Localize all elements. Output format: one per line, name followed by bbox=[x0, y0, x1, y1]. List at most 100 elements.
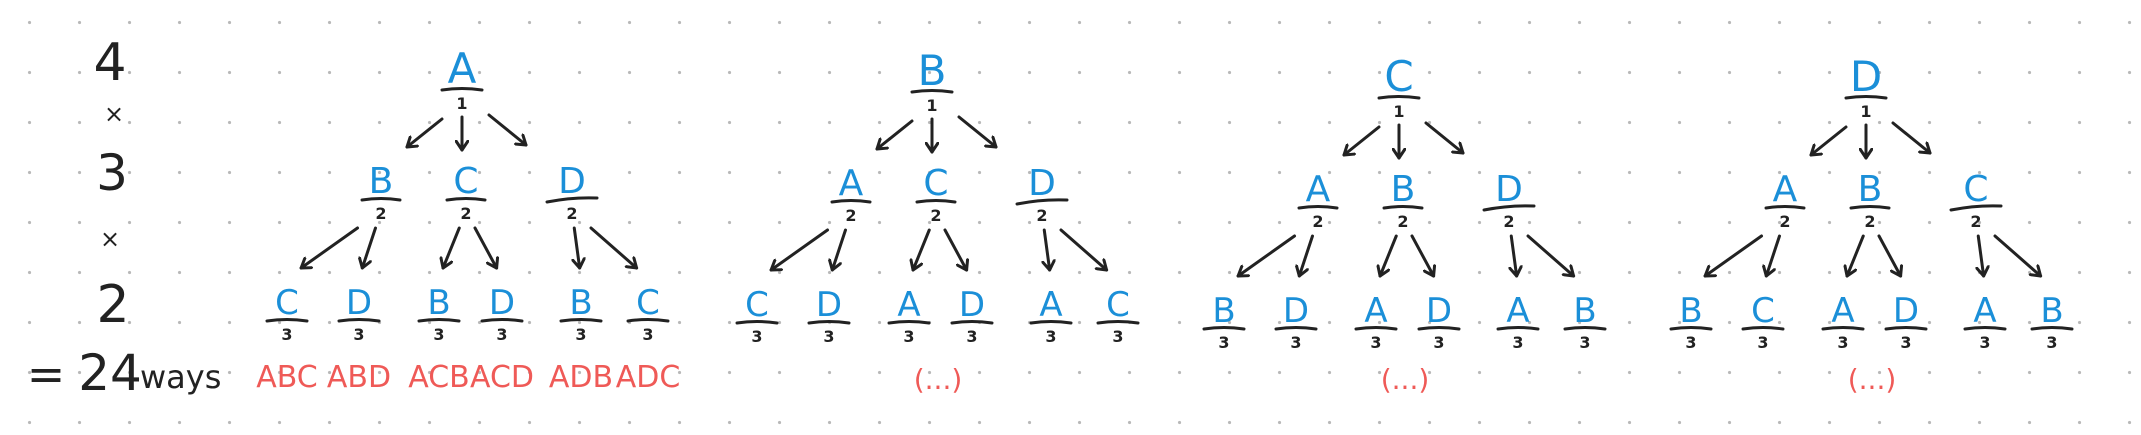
child-node: C2 bbox=[915, 163, 957, 225]
result-label: ABC bbox=[256, 360, 318, 395]
node-underline bbox=[807, 320, 851, 325]
position-number: 3 bbox=[1112, 327, 1123, 346]
node-underline bbox=[1963, 326, 2007, 331]
leaf-node: C3 bbox=[735, 285, 779, 346]
branch-arrow bbox=[1044, 228, 1049, 272]
node-underline bbox=[360, 197, 402, 202]
position-number: 3 bbox=[903, 327, 914, 346]
branch-arrow bbox=[443, 226, 461, 270]
position-number: 2 bbox=[1779, 212, 1790, 231]
position-number: 2 bbox=[930, 206, 941, 225]
node-letter: D bbox=[816, 285, 842, 325]
equals-sign: = bbox=[27, 347, 66, 401]
leaf-node: C3 bbox=[626, 283, 670, 344]
node-letter: D bbox=[1426, 291, 1452, 331]
node-underline bbox=[1417, 326, 1461, 331]
node-letter: D bbox=[1893, 291, 1919, 331]
position-number: 1 bbox=[926, 96, 937, 115]
node-underline bbox=[1764, 205, 1806, 210]
leaf-node: B3 bbox=[417, 283, 461, 344]
position-number: 3 bbox=[1433, 333, 1444, 352]
node-letter: A bbox=[1306, 169, 1331, 210]
leaf-node: C3 bbox=[265, 283, 309, 344]
total-count: 24 bbox=[78, 344, 142, 402]
multiply-sign-2: × bbox=[100, 225, 120, 253]
position-number: 3 bbox=[1757, 333, 1768, 352]
position-number: 3 bbox=[281, 325, 292, 344]
child-node: D2 bbox=[545, 161, 599, 223]
node-letter: C bbox=[275, 283, 299, 323]
node-letter: B bbox=[1573, 291, 1596, 331]
leaf-node: D3 bbox=[1884, 291, 1928, 352]
node-underline bbox=[1029, 320, 1073, 325]
node-letter: B bbox=[1391, 169, 1416, 210]
branch-arrow bbox=[1342, 125, 1381, 157]
leaf-node: B3 bbox=[1669, 291, 1713, 352]
node-underline bbox=[830, 199, 872, 204]
node-letter: D bbox=[1028, 163, 1056, 204]
branch-arrow bbox=[405, 117, 444, 149]
node-underline bbox=[950, 320, 994, 325]
leaf-node: A3 bbox=[887, 285, 931, 346]
child-node: D2 bbox=[1015, 163, 1069, 225]
branch-arrow bbox=[1891, 121, 1932, 155]
branch-arrow bbox=[1299, 234, 1314, 278]
leaf-node: D3 bbox=[480, 283, 524, 344]
branch-arrow bbox=[473, 226, 497, 270]
branch-arrow bbox=[1511, 234, 1516, 278]
node-underline bbox=[1482, 204, 1536, 212]
node-letter: A bbox=[1364, 291, 1387, 331]
child-node: C2 bbox=[1949, 169, 2003, 231]
position-number: 2 bbox=[845, 206, 856, 225]
position-number: 2 bbox=[1397, 212, 1408, 231]
node-letter: B bbox=[1212, 291, 1235, 331]
branch-arrow bbox=[957, 115, 998, 149]
node-underline bbox=[1297, 205, 1339, 210]
child-node: B2 bbox=[360, 161, 402, 223]
result-label: ABD bbox=[327, 360, 391, 395]
branch-arrow bbox=[1877, 234, 1901, 278]
branch-arrow bbox=[1978, 234, 1983, 278]
node-letter: A bbox=[897, 285, 920, 325]
node-underline bbox=[1377, 95, 1421, 100]
node-underline bbox=[559, 318, 603, 323]
leaf-node: C3 bbox=[1741, 291, 1785, 352]
result-label: ACD bbox=[470, 360, 534, 395]
node-underline bbox=[480, 318, 524, 323]
node-letter: A bbox=[1831, 291, 1854, 331]
position-number: 2 bbox=[1970, 212, 1981, 231]
node-letter: B bbox=[369, 161, 394, 202]
branch-arrow bbox=[1703, 234, 1763, 278]
position-number: 3 bbox=[1218, 333, 1229, 352]
branch-arrow bbox=[1526, 234, 1576, 278]
position-number: 3 bbox=[353, 325, 364, 344]
child-node: B2 bbox=[1849, 169, 1891, 231]
node-letter: B bbox=[1858, 169, 1883, 210]
node-underline bbox=[910, 89, 954, 94]
node-underline bbox=[2030, 326, 2074, 331]
position-number: 1 bbox=[456, 94, 467, 113]
root-node: B1 bbox=[910, 46, 954, 115]
branch-arrow bbox=[913, 228, 931, 272]
position-number: 3 bbox=[751, 327, 762, 346]
leaf-node: A3 bbox=[1963, 291, 2007, 352]
position-number: 3 bbox=[1579, 333, 1590, 352]
position-number: 3 bbox=[433, 325, 444, 344]
branch-arrow bbox=[362, 226, 377, 270]
branch-arrow bbox=[299, 226, 359, 270]
position-number: 1 bbox=[1393, 102, 1404, 121]
result-label: ADB bbox=[549, 360, 613, 395]
branch-arrow bbox=[1059, 228, 1109, 272]
node-underline bbox=[915, 199, 957, 204]
node-letter: D bbox=[558, 161, 586, 202]
position-number: 2 bbox=[375, 204, 386, 223]
node-underline bbox=[1382, 205, 1424, 210]
leaf-node: D3 bbox=[807, 285, 851, 346]
node-underline bbox=[1354, 326, 1398, 331]
node-underline bbox=[1563, 326, 1607, 331]
result-label: ACB bbox=[408, 360, 470, 395]
